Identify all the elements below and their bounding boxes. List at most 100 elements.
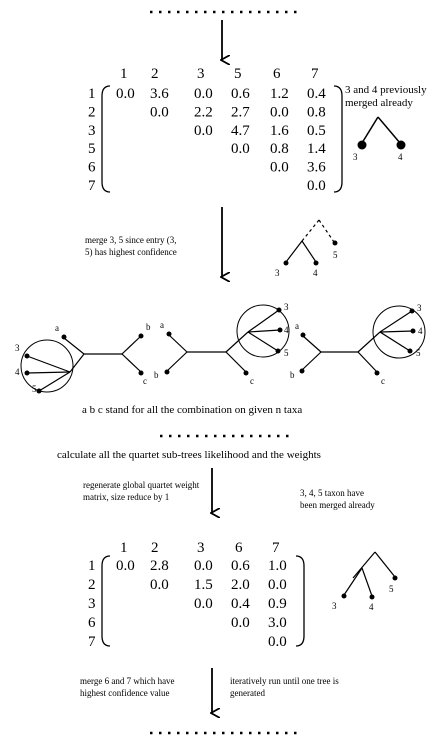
svg-text:regenerate global quartet weig: regenerate global quartet weightmatrix, …: [83, 480, 200, 502]
matrix2-cell: 0.0: [268, 634, 287, 650]
matrix2-cell: 0.0: [231, 615, 250, 631]
matrix1-cell: 3.6: [150, 86, 169, 102]
quartet2-leaf-a: [166, 331, 172, 337]
quartet3-leaf-5: [407, 348, 413, 354]
quartet1-label-4: 4: [15, 367, 20, 377]
quartet2-leaf-b: [164, 369, 170, 375]
quartet1-leaf-a: [61, 334, 67, 340]
quartet1-leaf-5: [36, 388, 42, 394]
matrix1-row-label: 7: [88, 178, 96, 194]
quartet3-label-5: 5: [416, 348, 421, 358]
quartet2-leaf-4: [277, 327, 283, 333]
quartet1-leaf-b: [138, 333, 144, 339]
matrix2-cell: 3.0: [268, 615, 287, 631]
quartet3-label-a: a: [295, 321, 299, 331]
svg-text:iteratively run until one tree: iteratively run until one tree isgenerat…: [230, 676, 339, 698]
quartet-tree-3: a b 3 4 5 c: [290, 303, 426, 386]
quartet2-label-b: b: [154, 370, 159, 380]
tree2-label-3: 3: [275, 268, 280, 278]
quartet3-leaf-a: [300, 332, 306, 338]
matrix2-col-header: 1: [120, 540, 128, 556]
tree2-label-5: 5: [333, 250, 338, 260]
quartet3-label-b: b: [290, 370, 295, 380]
matrix1-cell: 2.7: [231, 104, 250, 120]
matrix1-cell: 0.4: [307, 86, 326, 102]
tree3-leaf-3: [341, 593, 347, 599]
matrix2-row-label: 1: [88, 558, 96, 574]
quartet2-label-a: a: [160, 320, 164, 330]
caption-abc: a b c stand for all the combination on g…: [82, 404, 302, 416]
matrix1-cell: 0.0: [307, 178, 326, 194]
quartet3-label-4: 4: [418, 326, 423, 336]
note-merged-previously-line1: 3 and 4 previously: [345, 84, 427, 96]
matrix-2-left-bracket: [101, 555, 111, 647]
matrix2-row-label: 6: [88, 615, 96, 631]
matrix2-col-header: 7: [272, 540, 280, 556]
quartet3-group-circle: [372, 305, 426, 359]
quartet3-leaf-4: [410, 328, 416, 334]
tree3-label-4: 4: [369, 602, 374, 612]
matrix1-cell: 0.0: [194, 86, 213, 102]
note-taxa-merged-line2: been merged already: [300, 500, 375, 510]
matrix1-row-label: 5: [88, 141, 96, 157]
matrix2-cell: 1.5: [194, 577, 213, 593]
note-regenerate-line1: regenerate global quartet weight: [83, 480, 200, 490]
tree2-leaf-5: [332, 240, 338, 246]
tree-merged-3-4-5: 3 4 5: [332, 551, 398, 612]
matrix1-col-header: 7: [311, 66, 319, 82]
tree1-label-4: 4: [398, 152, 403, 162]
tree-merge-3-4-5-proposed: 3 4 5: [275, 219, 338, 278]
matrix1-cell: 1.4: [307, 141, 326, 157]
quartet3-label-c: c: [381, 376, 385, 386]
quartet2-leaf-3: [276, 307, 282, 313]
tree2-label-4: 4: [313, 268, 318, 278]
matrix-1-right-bracket: [333, 85, 343, 193]
quartet2-group-circle: [236, 304, 290, 358]
matrix2-cell: 0.0: [194, 596, 213, 612]
quartet1-group-circle: [20, 339, 74, 393]
tree3-label-5: 5: [389, 584, 394, 594]
quartet2-label-5: 5: [284, 348, 289, 358]
matrix1-row-label: 2: [88, 104, 96, 120]
matrix1-row-label: 6: [88, 160, 96, 176]
quartet1-label-b: b: [146, 322, 151, 332]
matrix2-cell: 0.0: [194, 558, 213, 574]
matrix1-cell: 2.2: [194, 104, 213, 120]
matrix1-col-header: 1: [120, 66, 128, 82]
svg-text:merge 3, 5 since entry (3,5) h: merge 3, 5 since entry (3, 5) has highest…: [85, 235, 177, 257]
note-taxa-merged-line1: 3, 4, 5 taxon have: [300, 488, 364, 498]
matrix1-cell: 0.6: [231, 86, 250, 102]
matrix2-col-header: 2: [151, 540, 159, 556]
matrix1-row-label: 1: [88, 86, 96, 102]
tree1-leaf-3: [357, 140, 367, 150]
quartet-tree-2: a b 3 4 5 c: [154, 302, 290, 386]
matrix2-cell: 0.9: [268, 596, 287, 612]
note-merge35-line1: merge 3, 5 since entry (3,: [85, 235, 177, 245]
note-merge35-line2: 5) has highest confidence: [85, 247, 177, 257]
quartet2-label-4: 4: [284, 325, 289, 335]
matrix-1-left-bracket: [101, 85, 111, 193]
matrix1-col-header: 3: [197, 66, 205, 82]
matrix2-row-label: 7: [88, 634, 96, 650]
matrix1-col-header: 5: [234, 66, 242, 82]
matrix1-cell: 1.6: [270, 123, 289, 139]
matrix1-row-label: 3: [88, 123, 96, 139]
tree1-label-3: 3: [353, 152, 358, 162]
note-merged-previously-line2: merged already: [345, 97, 413, 109]
tree-merged-3-4: 3 4: [353, 116, 406, 162]
matrix2-col-header: 6: [235, 540, 243, 556]
matrix2-cell: 0.0: [116, 558, 135, 574]
quartet1-leaf-4: [24, 370, 30, 376]
quartet3-leaf-b: [299, 368, 305, 374]
note-merge67-line2: highest confidence value: [80, 688, 169, 698]
quartet3-leaf-3: [409, 308, 415, 314]
quartet2-leaf-c: [243, 370, 249, 376]
matrix1-col-header: 6: [273, 66, 281, 82]
matrix2-cell: 0.4: [231, 596, 250, 612]
matrix1-cell: 0.0: [270, 160, 289, 176]
